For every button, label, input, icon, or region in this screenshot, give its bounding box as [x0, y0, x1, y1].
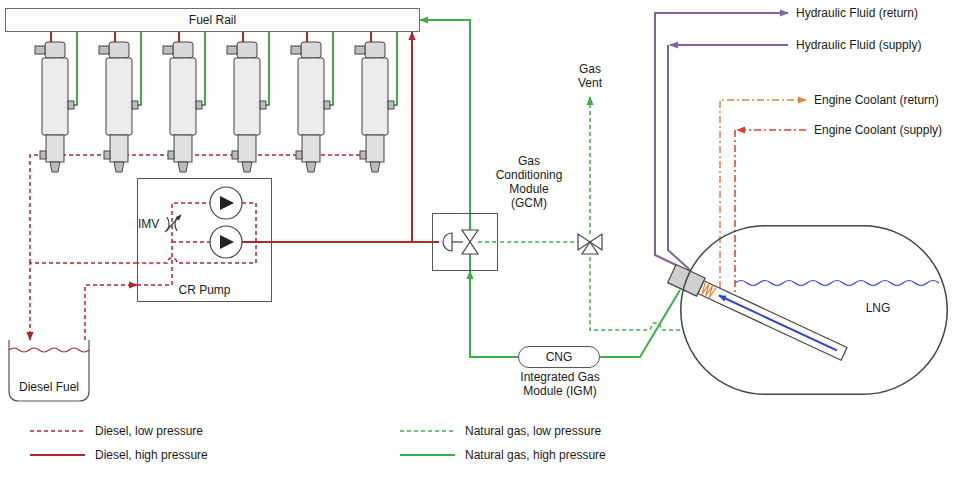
legend-text: Diesel, low pressure: [95, 424, 203, 438]
legend-entry: Diesel, high pressure: [95, 448, 208, 462]
pump-internal-line: [137, 203, 256, 285]
vessel-outline: [680, 225, 948, 395]
submerged-pump: [698, 281, 847, 360]
legend-text: Natural gas, high pressure: [465, 448, 606, 462]
legend-entry: Natural gas, low pressure: [465, 424, 601, 438]
pipe-connector: [30, 263, 137, 340]
label-anchor: Engine Coolant (return): [814, 93, 939, 107]
pump-label: CR Pump: [138, 283, 271, 297]
lng-tank: LNG: [680, 225, 948, 395]
legend-entry: Natural gas, high pressure: [465, 448, 606, 462]
line-label: Hydraulic Fluid (return): [796, 6, 918, 20]
pipe-connector: [600, 290, 680, 357]
line-label: Engine Coolant (supply): [814, 123, 942, 137]
pump-internal-line: [172, 241, 210, 243]
fuel-injector: [227, 32, 269, 172]
submerged-pump: [668, 264, 705, 296]
fuel-injector: [35, 32, 397, 172]
coolant-line: [720, 100, 806, 288]
module-label: CNG: [519, 347, 599, 367]
coolant-line: [720, 100, 806, 295]
line-label: Hydraulic Fluid (supply): [796, 38, 921, 52]
vent-valve-symbol: [582, 242, 598, 254]
fuel-rail-box: Fuel Rail: [5, 8, 420, 32]
label-anchor: Engine Coolant (supply): [814, 123, 942, 137]
regulator-symbol: [462, 230, 478, 242]
fuel-level: [9, 348, 89, 352]
metering-valve-symbol: [165, 215, 181, 232]
fuel-injector: [99, 32, 141, 172]
vessel-outline: [681, 226, 948, 395]
hydraulic-line: [670, 44, 788, 46]
label-anchor: Hydraulic Fluid (return): [796, 6, 918, 20]
pump-symbol: [210, 187, 242, 219]
vent-valve-symbol: [589, 97, 591, 234]
legend-sample: [30, 430, 85, 432]
module-box: Gas Conditioning Module (GCM): [432, 213, 498, 271]
metering-valve-symbol: [165, 215, 181, 232]
fuel-injector: [355, 32, 397, 172]
tank-outline: [8, 340, 90, 402]
label-anchor: IMV: [138, 217, 159, 231]
pipe-connector: [470, 271, 518, 357]
rail-label: Fuel Rail: [6, 9, 419, 31]
tank-label: Diesel Fuel: [8, 380, 90, 394]
regulator-symbol: [462, 242, 478, 254]
pump-outlet-line: [242, 241, 272, 243]
label-anchor: Hydraulic Fluid (supply): [796, 38, 921, 52]
valve-label: IMV: [138, 217, 159, 231]
tank-label: LNG: [858, 301, 898, 315]
legend-sample: [400, 454, 455, 456]
pipe-connector: [420, 20, 470, 213]
legend-entry: Diesel, low pressure: [95, 424, 203, 438]
pump-symbol: [220, 196, 234, 210]
legend-text: Diesel, high pressure: [95, 448, 208, 462]
module-heading: Gas Conditioning Module (GCM): [490, 154, 568, 210]
module-box: CNGIntegrated Gas Module (IGM): [518, 346, 600, 368]
hydraulic-line: [655, 13, 788, 265]
vent-label: Gas Vent: [572, 62, 608, 90]
liquid-level: [735, 281, 939, 286]
pipe-connector: [498, 242, 680, 330]
pipe-connector: [85, 285, 137, 340]
fuel-injector: [35, 32, 77, 172]
tank-outline: [9, 340, 89, 401]
pipe-connector: [272, 32, 412, 242]
submerged-pump: [700, 282, 716, 298]
legend-sample: [30, 431, 455, 455]
module-caption: Integrated Gas Module (IGM): [510, 370, 610, 398]
line-label: Engine Coolant (return): [814, 93, 939, 107]
regulator-symbol: [432, 241, 439, 243]
pipe-connector: [272, 241, 432, 243]
legend-sample: [30, 454, 85, 456]
vent-valve-symbol: [578, 97, 602, 254]
fuel-tank: Diesel Fuel: [8, 340, 90, 402]
pump-symbol: [210, 187, 242, 258]
coolant-line: [737, 129, 806, 131]
hydraulic-line: [655, 13, 788, 270]
coolant-line: [734, 130, 736, 295]
legend-sample: [400, 430, 455, 432]
regulator-symbol: [443, 233, 452, 251]
legend-text: Natural gas, low pressure: [465, 424, 601, 438]
fuel-injector: [291, 32, 333, 172]
pump-symbol: [210, 226, 242, 258]
submerged-pump: [668, 264, 849, 362]
pump-internal-line: [137, 203, 210, 285]
label-anchor: Gas Vent: [572, 62, 608, 90]
regulator-symbol: [478, 241, 498, 243]
hydraulic-line: [668, 45, 690, 270]
regulator-symbol: [452, 241, 463, 242]
submerged-pump: [719, 296, 837, 351]
pump-symbol: [220, 235, 234, 249]
fuel-injector: [163, 32, 205, 172]
regulator-symbol: [432, 213, 498, 271]
pump-box: CR Pump: [137, 178, 272, 302]
